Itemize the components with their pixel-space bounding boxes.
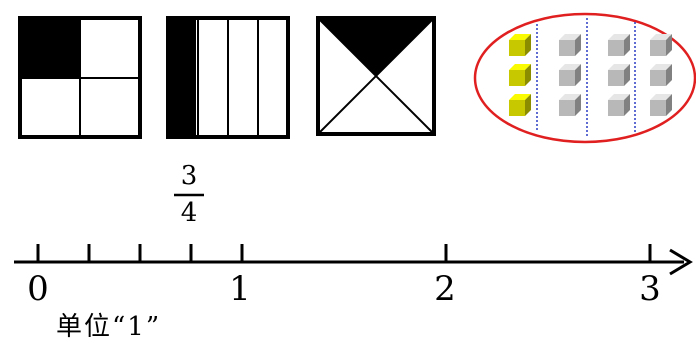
fraction-denominator: 4 — [181, 200, 198, 226]
cube — [559, 94, 581, 116]
shaded-quarter — [20, 18, 80, 78]
cube — [608, 64, 630, 86]
square-strips-figure — [168, 18, 288, 137]
highlighted-cube — [509, 94, 531, 116]
cube-grid — [509, 34, 672, 116]
tick-label-2: 2 — [434, 272, 456, 306]
tick-label-0: 0 — [27, 272, 49, 306]
tick-label-3: 3 — [639, 272, 661, 306]
shaded-triangle — [318, 18, 434, 76]
ellipse-cubes-figure — [475, 14, 695, 142]
shaded-strip — [168, 18, 196, 137]
highlighted-cube — [509, 64, 531, 86]
fraction-numerator: 3 — [181, 163, 198, 189]
number-line — [14, 195, 690, 274]
cube — [650, 64, 672, 86]
square-triangles-figure — [318, 18, 434, 134]
cube — [650, 94, 672, 116]
cube — [650, 34, 672, 56]
square-quarters-figure — [20, 18, 140, 137]
tick-label-1: 1 — [229, 272, 251, 306]
cube — [608, 94, 630, 116]
cube — [559, 64, 581, 86]
axis-ticks — [38, 244, 650, 262]
unit-one-label: 单位“1” — [56, 314, 161, 340]
cube — [608, 34, 630, 56]
highlighted-cube — [509, 34, 531, 56]
cube — [559, 34, 581, 56]
